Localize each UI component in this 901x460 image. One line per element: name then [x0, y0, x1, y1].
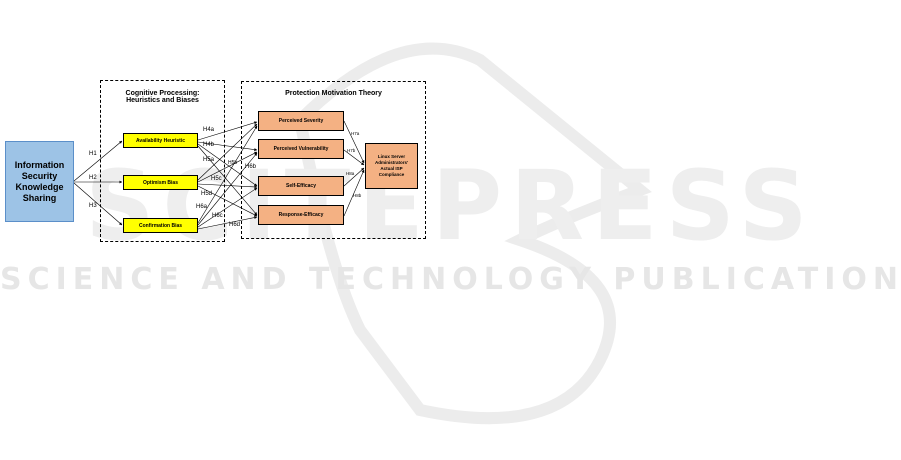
information-security-knowledge-sharing-node: Information Security Knowledge Sharing [5, 141, 74, 222]
confirmation-bias-node: Confirmation Bias [123, 218, 198, 233]
h6d-label: H6d [229, 222, 241, 228]
h4a-label: H4a [203, 127, 215, 133]
h6a-label: H6a [196, 204, 208, 210]
h1-label: H1 [89, 151, 97, 157]
h6c-label: H6c [212, 213, 223, 219]
h3-label: H3 [89, 203, 97, 209]
h7b-label: H7b [347, 148, 356, 153]
h7a-label: H7a [351, 131, 360, 136]
h6b-label: H6b [245, 164, 257, 170]
h5a-label: H5a [203, 157, 215, 163]
h5b-label: H5b [228, 160, 238, 166]
protection-motivation-title: Protection Motivation Theory [285, 90, 382, 97]
optimism-bias-node: Optimism Bias [123, 175, 198, 190]
cognitive-processing-title: Cognitive Processing: Heuristics and Bia… [125, 90, 200, 104]
watermark-subtitle: SCIENCE AND TECHNOLOGY PUBLICATIONS [0, 262, 901, 297]
cognitive-processing-group [100, 80, 225, 242]
availability-heuristic-node: Availability Heuristic [123, 133, 198, 148]
h8a-label: H8a [346, 171, 355, 176]
self-efficacy-node: Self-Efficacy [258, 176, 344, 196]
h5c-label: H5c [211, 176, 222, 182]
actual-isp-compliance-node: Linux Server Administrators' Actual ISP … [365, 143, 418, 189]
h5d-label: H5d [201, 191, 213, 197]
h4b-label: H4b [203, 142, 215, 148]
h2-label: H2 [89, 175, 97, 181]
perceived-severity-node: Perceived Severity [258, 111, 344, 131]
watermark-logo-text: SCITEPRESS [85, 150, 816, 262]
h8b-label: H8b [353, 193, 362, 198]
perceived-vulnerability-node: Perceived Vulnerability [258, 139, 344, 159]
response-efficacy-node: Response-Efficacy [258, 205, 344, 225]
